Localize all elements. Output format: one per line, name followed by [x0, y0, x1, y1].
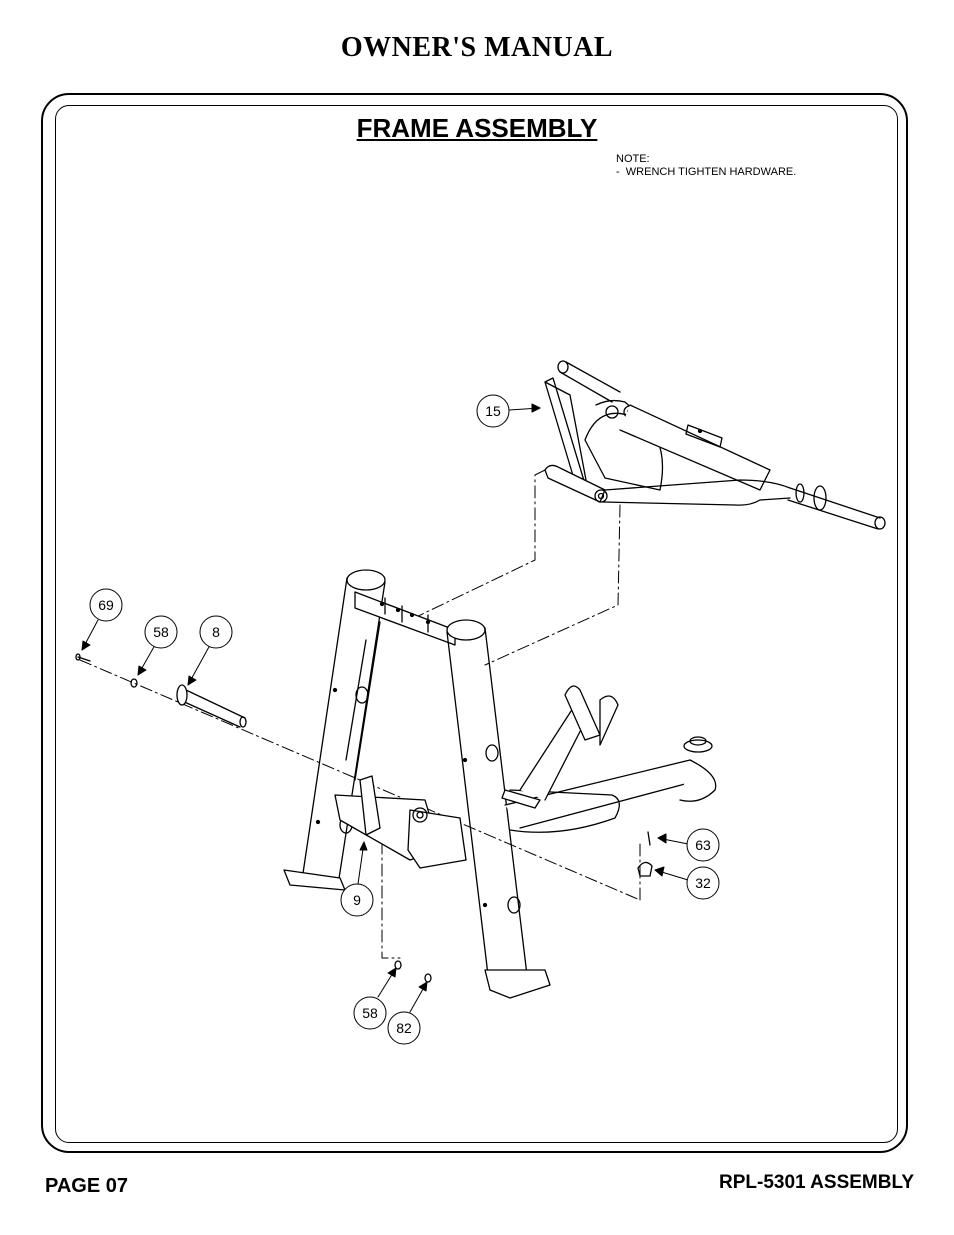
callout-58-top: 58 — [144, 615, 178, 649]
page-number: PAGE 07 — [45, 1175, 128, 1197]
callout-leaders — [81, 403, 689, 1013]
page-border-inner — [55, 105, 898, 1143]
assembly-note: NOTE: - WRENCH TIGHTEN HARDWARE. — [616, 153, 797, 178]
callout-9: 9 — [340, 883, 374, 917]
arm-assembly — [544, 360, 886, 530]
callout-bubbles: 15 69 58 8 63 32 9 58 — [89, 394, 720, 1045]
callout-82: 82 — [387, 1011, 421, 1045]
model-assembly-label: RPL-5301 ASSEMBLY — [719, 1172, 914, 1193]
svg-text:8: 8 — [212, 624, 220, 640]
svg-text:58: 58 — [153, 624, 169, 640]
svg-text:63: 63 — [695, 837, 711, 853]
callout-8: 8 — [199, 615, 233, 649]
callout-63: 63 — [686, 828, 720, 862]
svg-text:82: 82 — [396, 1020, 412, 1036]
hardware — [75, 653, 653, 983]
callout-58-bottom: 58 — [353, 996, 387, 1030]
manual-title: OWNER'S MANUAL — [340, 32, 614, 63]
page-border-outer — [41, 93, 908, 1153]
callout-15: 15 — [476, 394, 510, 428]
a-frame — [283, 569, 717, 999]
alignment-lines — [79, 469, 641, 959]
svg-text:69: 69 — [98, 597, 114, 613]
svg-text:9: 9 — [353, 892, 361, 908]
svg-text:32: 32 — [695, 875, 711, 891]
svg-text:58: 58 — [362, 1005, 378, 1021]
callout-69: 69 — [89, 588, 123, 622]
section-title: FRAME ASSEMBLY — [356, 113, 598, 143]
svg-text:15: 15 — [485, 403, 501, 419]
callout-32: 32 — [686, 866, 720, 900]
